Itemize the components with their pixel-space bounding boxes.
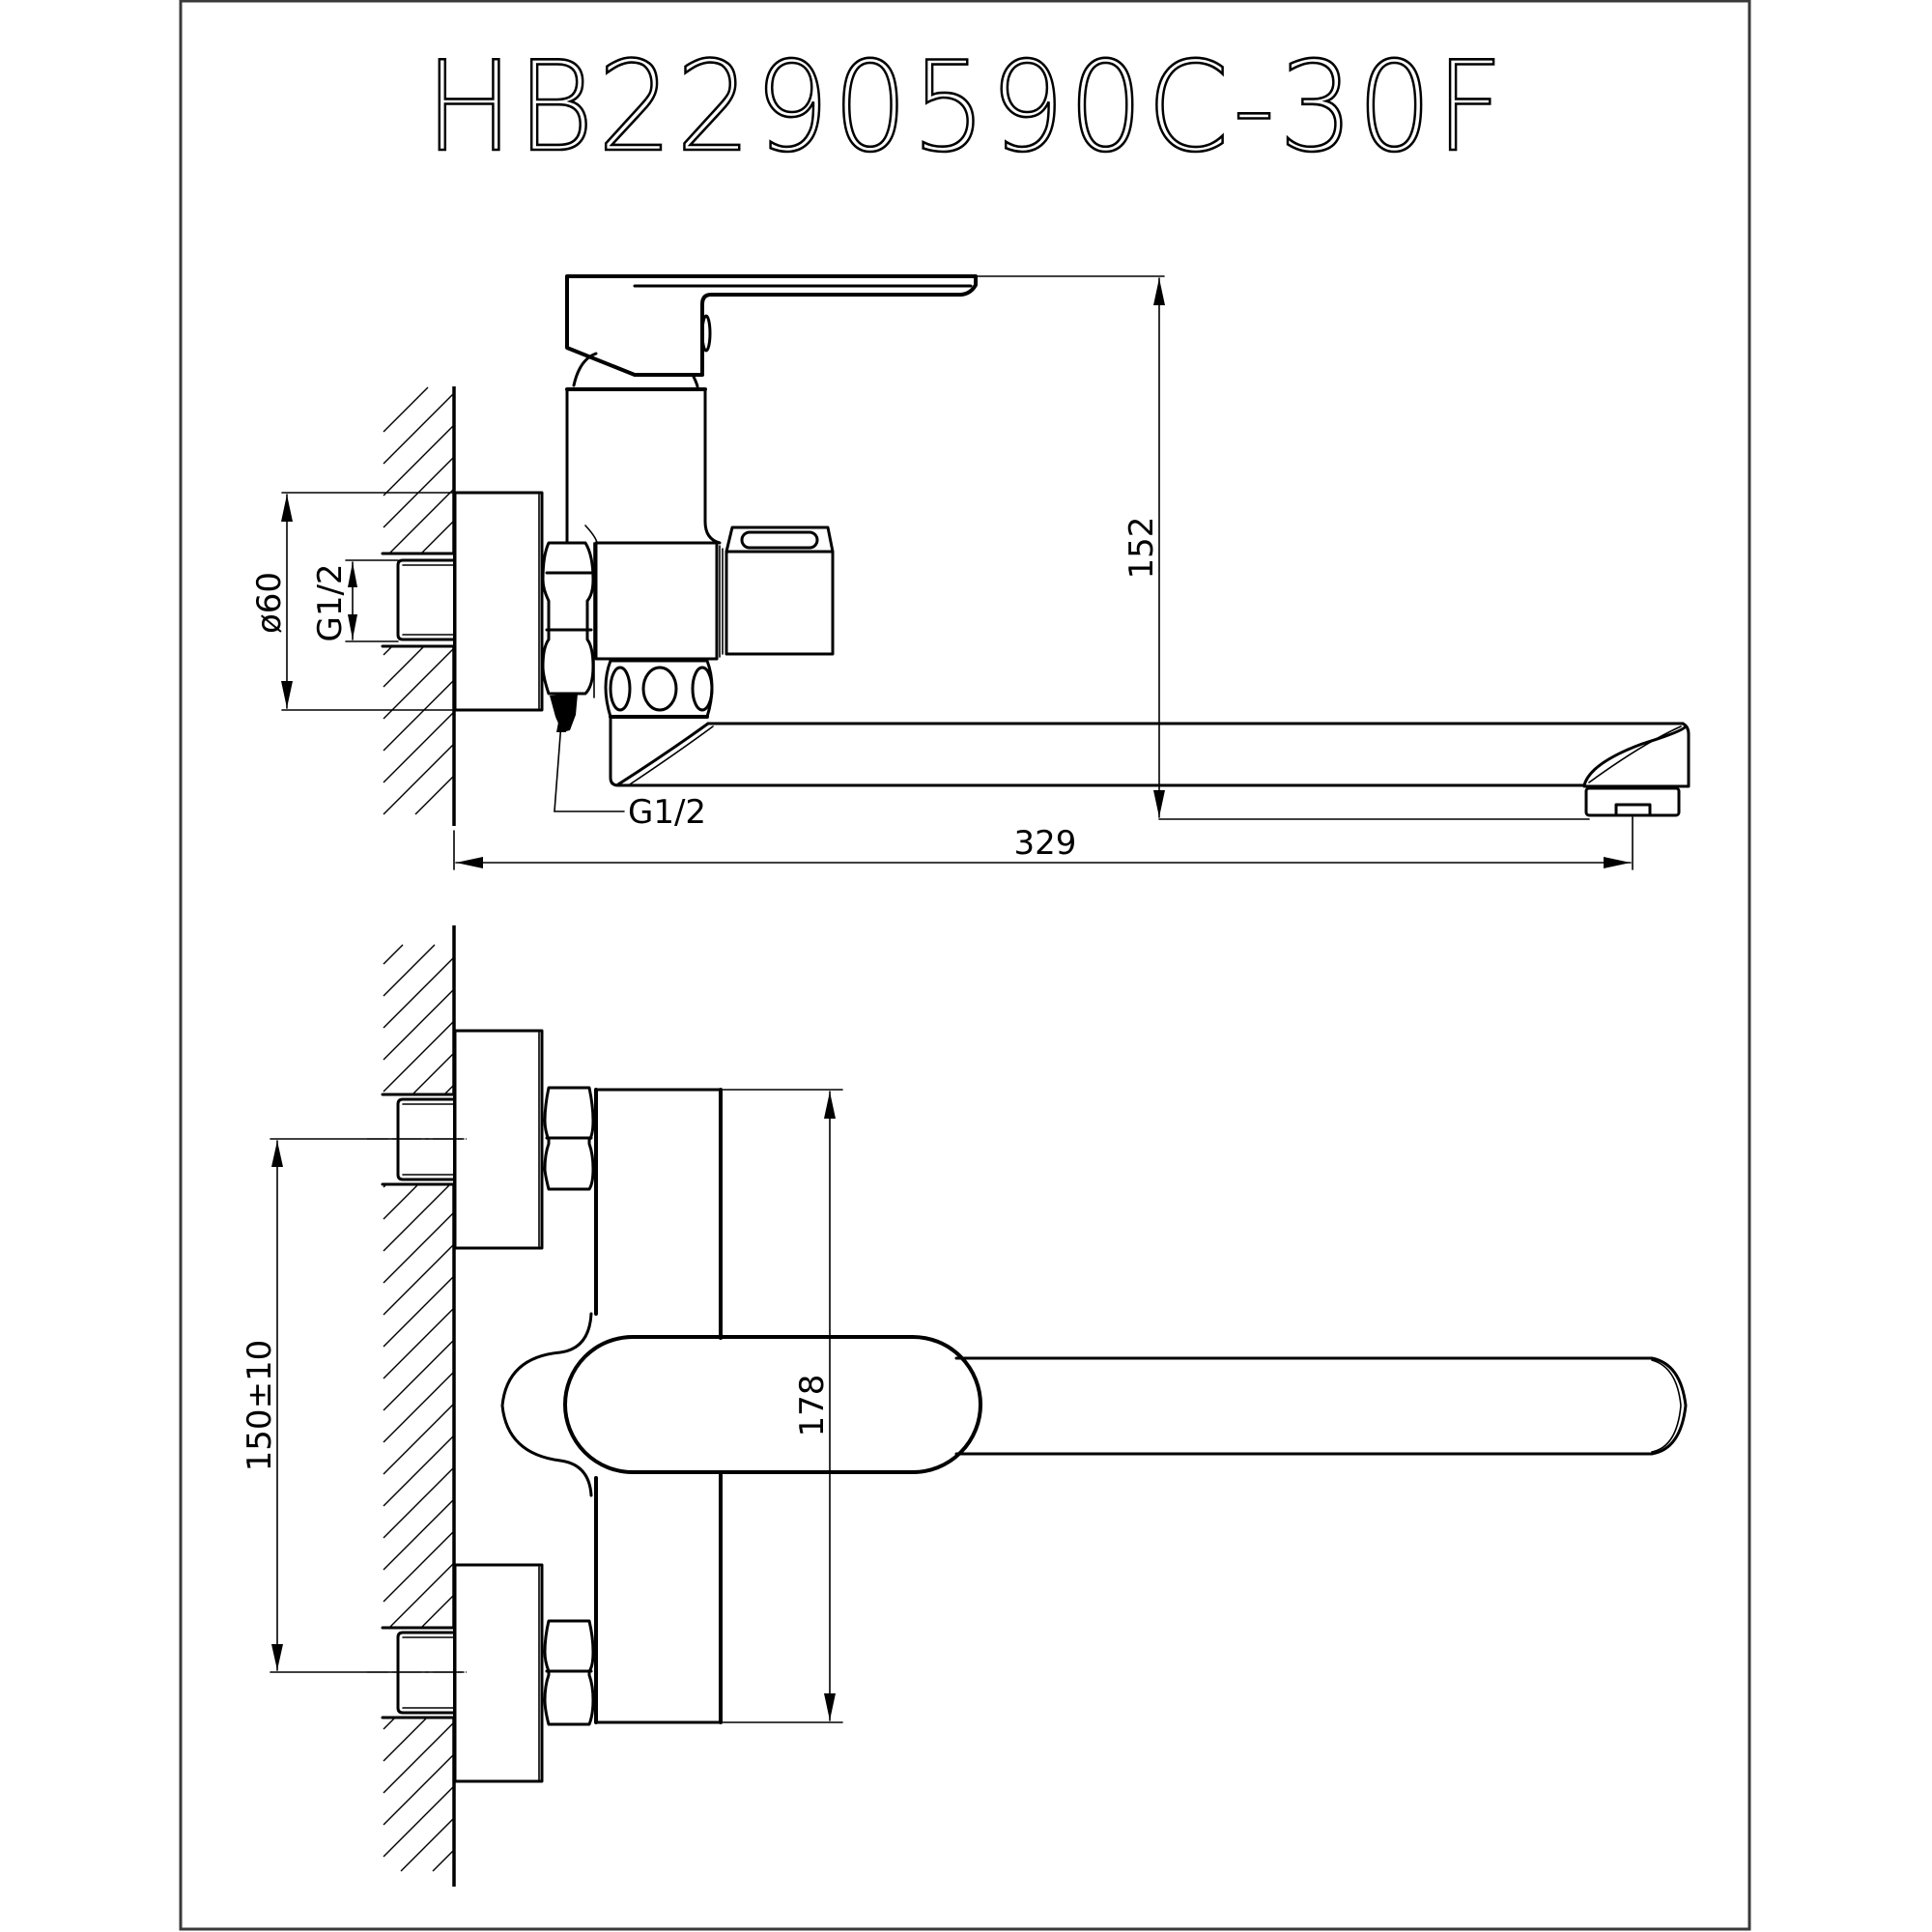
wall-hatching-bottom: [381, 925, 456, 1887]
inlet-pipe-side: [396, 558, 456, 641]
lever-handle-side: [565, 274, 978, 377]
diverter-knob-front: [500, 1312, 593, 1497]
swivel-ring-side: [604, 659, 714, 719]
diverter-knob-side: [722, 526, 835, 656]
label-overall-length: 329: [1014, 824, 1077, 863]
wall-flange-side: [453, 491, 544, 712]
drawing-frame: [179, 0, 1751, 1931]
label-height: 152: [1122, 517, 1161, 580]
mixer-body-front: [594, 1088, 723, 1724]
dimension-height: 152: [977, 275, 1590, 820]
dimension-inlet-thread: G1/2: [311, 559, 399, 642]
label-body-height: 178: [793, 1375, 832, 1437]
side-view: ø60 G1/2 G1/2 152: [250, 274, 1690, 870]
front-view: 150±10 178: [241, 925, 1688, 1887]
lever-handle-front: [563, 1335, 1688, 1474]
dimension-inlet-spacing: 150±10: [241, 1138, 465, 1673]
label-outlet-thread: G1/2: [628, 793, 706, 832]
model-number-title: HB2290590C-30F: [425, 36, 1507, 180]
wall-hatching-top: [381, 386, 456, 826]
mixer-body-side: [565, 352, 722, 661]
leader-outlet-thread: G1/2: [554, 707, 706, 832]
label-flange-diameter: ø60: [250, 572, 289, 634]
hex-nut-side: [541, 541, 595, 732]
dimension-flange-diameter: ø60: [250, 492, 455, 711]
dimension-overall-length: 329: [453, 816, 1634, 870]
label-inlet-thread: G1/2: [311, 563, 350, 641]
dimension-body-height: 178: [722, 1089, 843, 1723]
label-inlet-spacing: 150±10: [241, 1340, 279, 1472]
lower-inlet-front: [367, 1563, 596, 1783]
spout-side: [609, 715, 1690, 817]
